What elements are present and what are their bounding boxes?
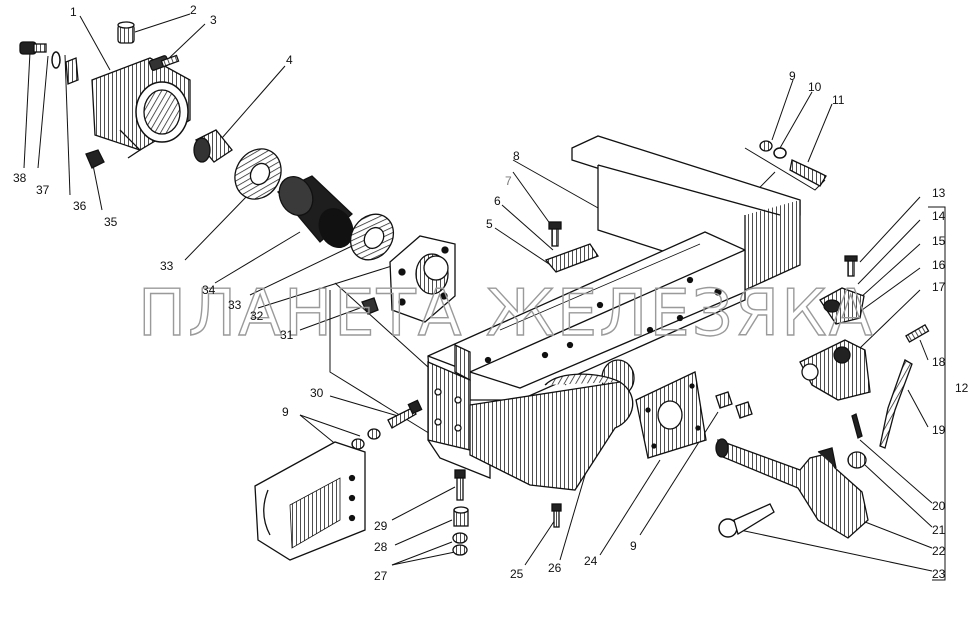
part-5-6-7-plate-bolt bbox=[544, 221, 599, 273]
part-18-pin bbox=[905, 324, 930, 343]
watermark-text: ПЛАНЕТА ЖЕЛЕЗЯКА bbox=[138, 277, 874, 351]
label-25: 25 bbox=[510, 567, 524, 581]
label-23: 23 bbox=[932, 567, 946, 581]
label-15: 15 bbox=[932, 234, 946, 248]
label-17: 17 bbox=[932, 280, 946, 294]
label-33-left: 33 bbox=[160, 259, 174, 273]
part-17-hook-body bbox=[799, 339, 871, 401]
label-9-top: 9 bbox=[789, 69, 796, 83]
part-13-16-clamp bbox=[819, 255, 865, 325]
label-28: 28 bbox=[374, 540, 388, 554]
part-31-fitting bbox=[361, 297, 379, 315]
label-35: 35 bbox=[104, 215, 118, 229]
label-12: 12 bbox=[955, 381, 969, 395]
part-28-spacer bbox=[453, 506, 469, 527]
part-36-lock-plate bbox=[65, 57, 79, 85]
part-20-cotter-pin bbox=[851, 413, 863, 439]
label-38: 38 bbox=[13, 171, 27, 185]
label-9-left: 9 bbox=[282, 405, 289, 419]
part-4-bushing bbox=[193, 129, 233, 163]
part-9-nuts-left bbox=[351, 428, 381, 450]
label-29: 29 bbox=[374, 519, 388, 533]
label-36: 36 bbox=[73, 199, 87, 213]
part-27-nuts bbox=[452, 532, 468, 556]
part-19-chain bbox=[879, 359, 913, 449]
label-2: 2 bbox=[190, 3, 197, 17]
part-9-nuts-right bbox=[715, 391, 753, 419]
part-38-bolt bbox=[19, 41, 47, 55]
label-19: 19 bbox=[932, 423, 946, 437]
label-7: 7 bbox=[505, 174, 512, 188]
part-23-bolt bbox=[718, 503, 775, 538]
label-34: 34 bbox=[202, 283, 216, 297]
label-1: 1 bbox=[70, 5, 77, 19]
label-10: 10 bbox=[808, 80, 822, 94]
label-4: 4 bbox=[286, 53, 293, 67]
part-3-bolt bbox=[148, 54, 180, 71]
label-14: 14 bbox=[932, 209, 946, 223]
part-2-nut bbox=[117, 21, 135, 44]
label-30: 30 bbox=[310, 386, 324, 400]
part-33-ring bbox=[234, 148, 282, 200]
label-27: 27 bbox=[374, 569, 388, 583]
label-20: 20 bbox=[932, 499, 946, 513]
label-8: 8 bbox=[513, 149, 520, 163]
label-9-right: 9 bbox=[630, 539, 637, 553]
part-34-rubber-bushing bbox=[276, 175, 354, 248]
callout-labels: 1 2 3 4 8 7 6 5 9 10 11 13 14 15 16 17 1… bbox=[13, 3, 969, 583]
label-26: 26 bbox=[548, 561, 562, 575]
label-11: 11 bbox=[832, 93, 845, 107]
label-18: 18 bbox=[932, 355, 946, 369]
label-33-right: 33 bbox=[228, 298, 242, 312]
label-16: 16 bbox=[932, 258, 946, 272]
part-24-plate bbox=[635, 371, 707, 459]
part-32-washer bbox=[349, 213, 395, 261]
label-22: 22 bbox=[932, 544, 946, 558]
part-21-nut bbox=[847, 451, 867, 469]
label-32: 32 bbox=[250, 309, 264, 323]
part-30-bolt bbox=[387, 399, 423, 429]
part-25-bolt bbox=[551, 503, 562, 528]
part-37-washer bbox=[51, 51, 61, 69]
label-21: 21 bbox=[932, 523, 946, 537]
part-flange-plate bbox=[389, 235, 456, 323]
part-22-tow-hook bbox=[715, 438, 869, 539]
label-13: 13 bbox=[932, 186, 946, 200]
part-bracket bbox=[254, 441, 366, 561]
label-37: 37 bbox=[36, 183, 50, 197]
label-6: 6 bbox=[494, 194, 501, 208]
label-24: 24 bbox=[584, 554, 598, 568]
part-1-housing bbox=[91, 57, 191, 159]
label-5: 5 bbox=[486, 217, 493, 231]
part-29-bolt bbox=[454, 469, 466, 501]
label-3: 3 bbox=[210, 13, 217, 27]
part-26-curved-strap bbox=[469, 373, 634, 491]
part-9-10-11-bolt-set bbox=[759, 140, 827, 187]
label-31: 31 bbox=[280, 328, 294, 342]
part-35-nut bbox=[85, 149, 105, 169]
